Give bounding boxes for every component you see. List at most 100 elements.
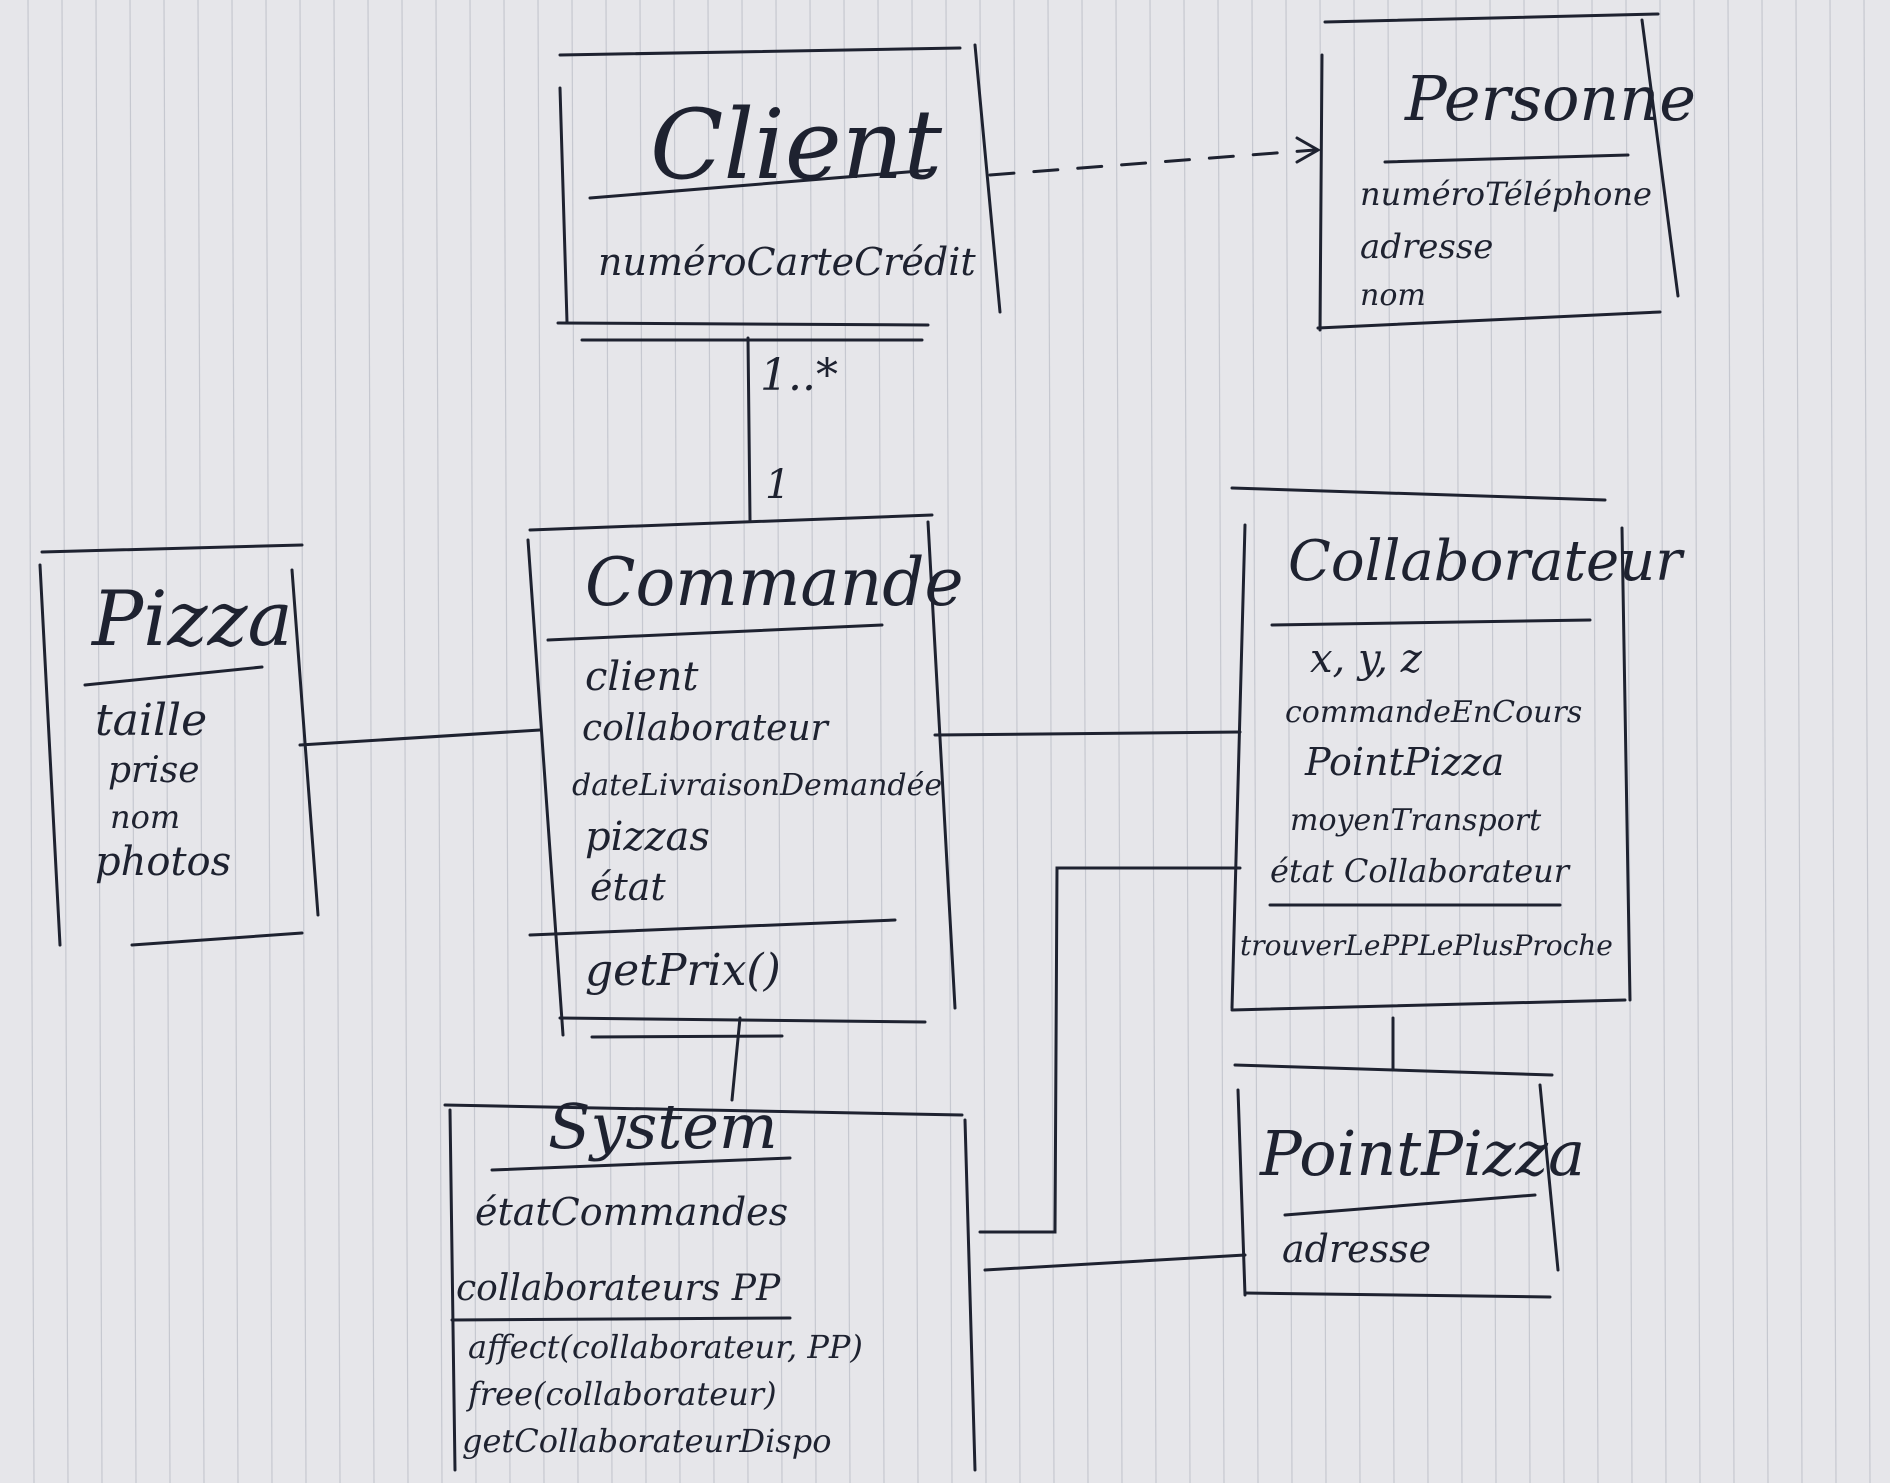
ruled-line [129,0,137,1483]
ruled-line [1013,0,1021,1483]
association-system-collaborateur [978,866,1242,1234]
ruled-line [435,0,443,1483]
class-commande-attr-5: état [590,865,666,909]
ruled-line [1591,0,1599,1483]
ruled-line [1489,0,1497,1483]
association-pizza-commande [298,728,542,747]
class-collaborateur: Collaborateur x, y, z commandeEnCours Po… [1230,486,1685,1012]
ruled-line [1863,0,1871,1483]
ruled-line [605,0,613,1483]
ruled-line [911,0,919,1483]
ruled-line [1727,0,1735,1483]
ruled-line [1047,0,1055,1483]
class-system-method-3: getCollaborateurDispo [462,1422,831,1460]
class-system-method-2: free(collaborateur) [466,1375,777,1413]
association-commande-collaborateur [933,730,1242,737]
class-system-attr-2: collaborateurs PP [456,1268,781,1309]
class-system: System étatCommandes collaborateurs PP a… [443,1090,977,1472]
ruled-line [1455,0,1463,1483]
class-pointpizza: PointPizza adresse [1233,1063,1585,1299]
class-client: Client numéroCarteCrédit [556,43,1002,342]
class-collaborateur-attr-2: commandeEnCours [1285,695,1582,730]
association-commande-system [730,1016,742,1102]
ruled-line [1353,0,1361,1483]
class-commande-attr-3: dateLivraisonDemandée [572,768,942,803]
ruled-line [1693,0,1701,1483]
class-commande-attr-2: collaborateur [582,708,830,749]
class-client-attr-1: numéroCarteCrédit [598,240,976,284]
class-collaborateur-method-1: trouverLePPLePlusProche [1240,929,1613,962]
ruled-line [1149,0,1157,1483]
ruled-line [265,0,273,1483]
ruled-line [1625,0,1633,1483]
ruled-line [197,0,205,1483]
ruled-line [809,0,817,1483]
ruled-line [707,0,715,1483]
ruled-line [1795,0,1803,1483]
multiplicity-client-end: 1..* [760,350,838,401]
class-pointpizza-name: PointPizza [1259,1117,1585,1190]
ruled-line [1081,0,1089,1483]
class-collaborateur-name: Collaborateur [1288,529,1685,594]
class-pointpizza-attr-1: adresse [1282,1227,1431,1271]
class-personne-attr-1: numéroTéléphone [1360,175,1652,213]
ruled-line [1523,0,1531,1483]
ruled-line [61,0,69,1483]
multiplicity-commande-end: 1 [765,462,790,508]
ruled-line [673,0,681,1483]
class-commande-attr-4: pizzas [585,814,710,860]
ruled-lines [27,0,1871,1483]
ruled-line [1421,0,1429,1483]
class-commande-method-1: getPrix() [585,945,781,996]
class-system-name: System [548,1090,778,1163]
class-commande: Commande client collaborateur dateLivrai… [526,513,964,1039]
class-client-name: Client [650,89,943,201]
class-pizza-attr-3: nom [110,798,180,836]
ruled-line [979,0,987,1483]
class-system-attr-1: étatCommandes [475,1190,788,1234]
class-collaborateur-attr-3: PointPizza [1304,740,1504,784]
ruled-line [1217,0,1225,1483]
ruled-line [469,0,477,1483]
class-system-method-1: affect(collaborateur, PP) [468,1328,863,1366]
ruled-line [1285,0,1293,1483]
ruled-line [1761,0,1769,1483]
ruled-line [299,0,307,1483]
class-commande-name: Commande [585,544,964,621]
class-pizza-attr-2: prise [108,750,200,791]
class-pizza-name: Pizza [90,574,293,663]
class-collaborateur-attr-5: état Collaborateur [1270,852,1571,890]
ruled-line [1115,0,1123,1483]
ruled-line [1387,0,1395,1483]
ruled-line [877,0,885,1483]
ruled-line [775,0,783,1483]
class-pizza-attr-4: photos [95,839,231,885]
ruled-line [571,0,579,1483]
ruled-line [27,0,35,1483]
class-personne: Personne numéroTéléphone adresse nom [1316,12,1696,332]
ruled-line [639,0,647,1483]
ruled-line [95,0,103,1483]
association-client-commande [746,336,752,522]
ruled-line [1829,0,1837,1483]
ruled-line [231,0,239,1483]
ruled-line [503,0,511,1483]
association-system-pointpizza [983,1253,1247,1272]
class-pizza: Pizza taille prise nom photos [38,543,320,947]
ruled-line [741,0,749,1483]
ruled-line [1659,0,1667,1483]
class-personne-attr-3: nom [1360,278,1426,313]
ruled-line [1251,0,1259,1483]
dependency-client-personne [988,136,1322,177]
class-collaborateur-attr-1: x, y, z [1310,636,1423,682]
ruled-line [843,0,851,1483]
class-personne-attr-2: adresse [1360,227,1493,267]
ruled-line [401,0,409,1483]
ruled-line [163,0,171,1483]
class-collaborateur-attr-4: moyenTransport [1290,803,1542,838]
ruled-line [945,0,953,1483]
class-personne-name: Personne [1404,62,1696,135]
